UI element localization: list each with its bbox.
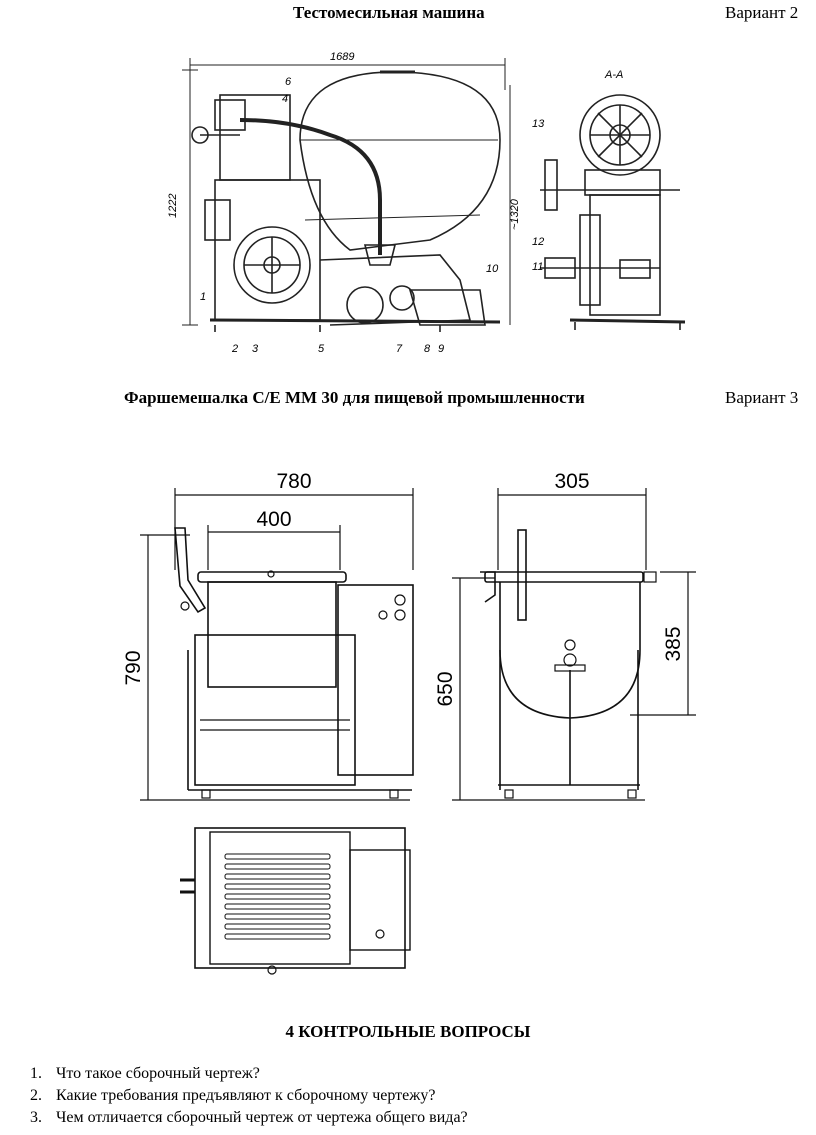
dim-650: 650 [434, 671, 457, 706]
dim-1222: 1222 [167, 194, 179, 218]
callout-13: 13 [532, 118, 545, 130]
dim-1320: ~1320 [509, 198, 521, 230]
callout-9: 9 [438, 343, 444, 355]
callout-2: 2 [231, 343, 238, 355]
callout-4: 4 [282, 93, 288, 105]
callout-3: 3 [252, 343, 259, 355]
section-heading: 4 КОНТРОЛЬНЫЕ ВОПРОСЫ [285, 1022, 531, 1041]
section-label: А-А [604, 69, 623, 81]
variant3-label: Вариант 3 [725, 388, 799, 407]
callout-6: 6 [285, 76, 292, 88]
list-item: 2.Какие требования предъявляют к сборочн… [30, 1087, 436, 1104]
variant3-title: Фаршемешалка С/Е ММ 30 для пищевой промы… [124, 388, 585, 407]
callout-10: 10 [486, 263, 499, 275]
list-item: 3.Чем отличается сборочный чертеж от чер… [30, 1109, 468, 1126]
meat-mixer-drawing: 780 400 790 305 650 385 [122, 470, 696, 975]
callout-8: 8 [424, 343, 431, 355]
variant2-title: Тестомесильная машина [293, 3, 485, 22]
callout-12: 12 [532, 236, 544, 248]
callout-1: 1 [200, 291, 206, 303]
dough-mixer-drawing: 1689 1222 ~1320 А-А 1 2 3 4 5 6 7 8 9 10… [167, 51, 686, 355]
callout-11: 11 [532, 261, 543, 273]
dim-780: 780 [276, 470, 311, 493]
list-item: 1.Что такое сборочный чертеж? [30, 1065, 260, 1082]
callout-7: 7 [396, 343, 403, 355]
dim-305: 305 [554, 470, 589, 493]
questions-list: 1.Что такое сборочный чертеж? 2.Какие тр… [26, 1063, 468, 1129]
dim-385: 385 [662, 626, 685, 661]
dim-400: 400 [256, 508, 291, 531]
callout-5: 5 [318, 343, 325, 355]
variant2-label: Вариант 2 [725, 3, 799, 22]
dim-790: 790 [122, 650, 145, 685]
dim-1689: 1689 [330, 51, 354, 63]
